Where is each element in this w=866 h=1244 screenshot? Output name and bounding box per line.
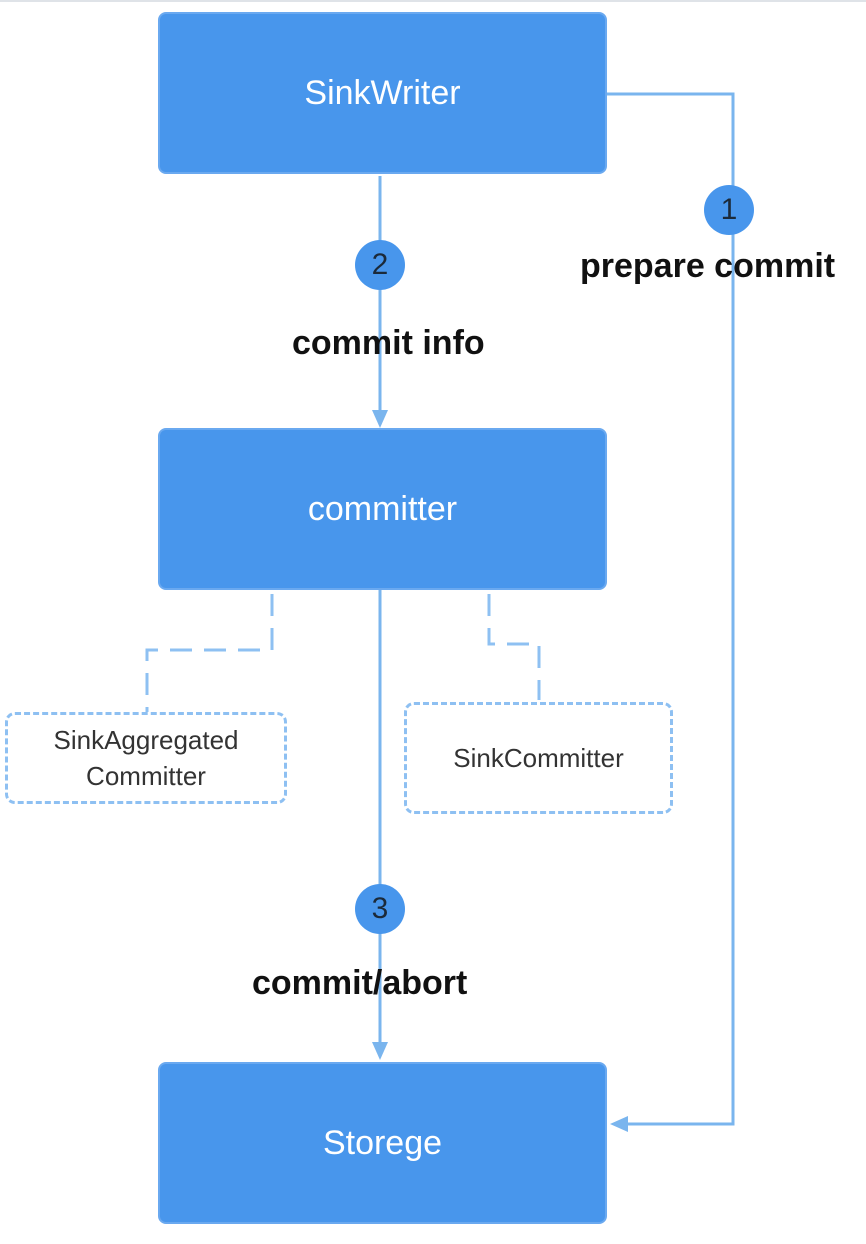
dashed-to-aggregated xyxy=(145,594,274,712)
sink-writer-box: SinkWriter xyxy=(158,12,607,174)
arrowhead-storage-right xyxy=(610,1116,628,1132)
storage-box: Storege xyxy=(158,1062,607,1224)
committer-box: committer xyxy=(158,428,607,590)
step-label-prepare-commit: prepare commit xyxy=(580,247,836,285)
sink-committer-box: SinkCommitter xyxy=(404,702,673,814)
arrowhead-committer xyxy=(372,410,388,428)
step-badge-3: 3 xyxy=(355,884,405,934)
step-label-commit-abort: commit/abort xyxy=(252,964,468,1002)
arrowhead-storage-top xyxy=(372,1042,388,1060)
top-divider xyxy=(0,0,866,2)
sink-aggregated-committer-box: SinkAggregated Committer xyxy=(5,712,287,804)
arrow-writer-to-storage xyxy=(607,92,735,1126)
step-label-commit-info: commit info xyxy=(292,324,485,362)
step-badge-1: 1 xyxy=(704,185,754,235)
dashed-to-sinkcommitter xyxy=(487,594,541,700)
step-badge-2: 2 xyxy=(355,240,405,290)
